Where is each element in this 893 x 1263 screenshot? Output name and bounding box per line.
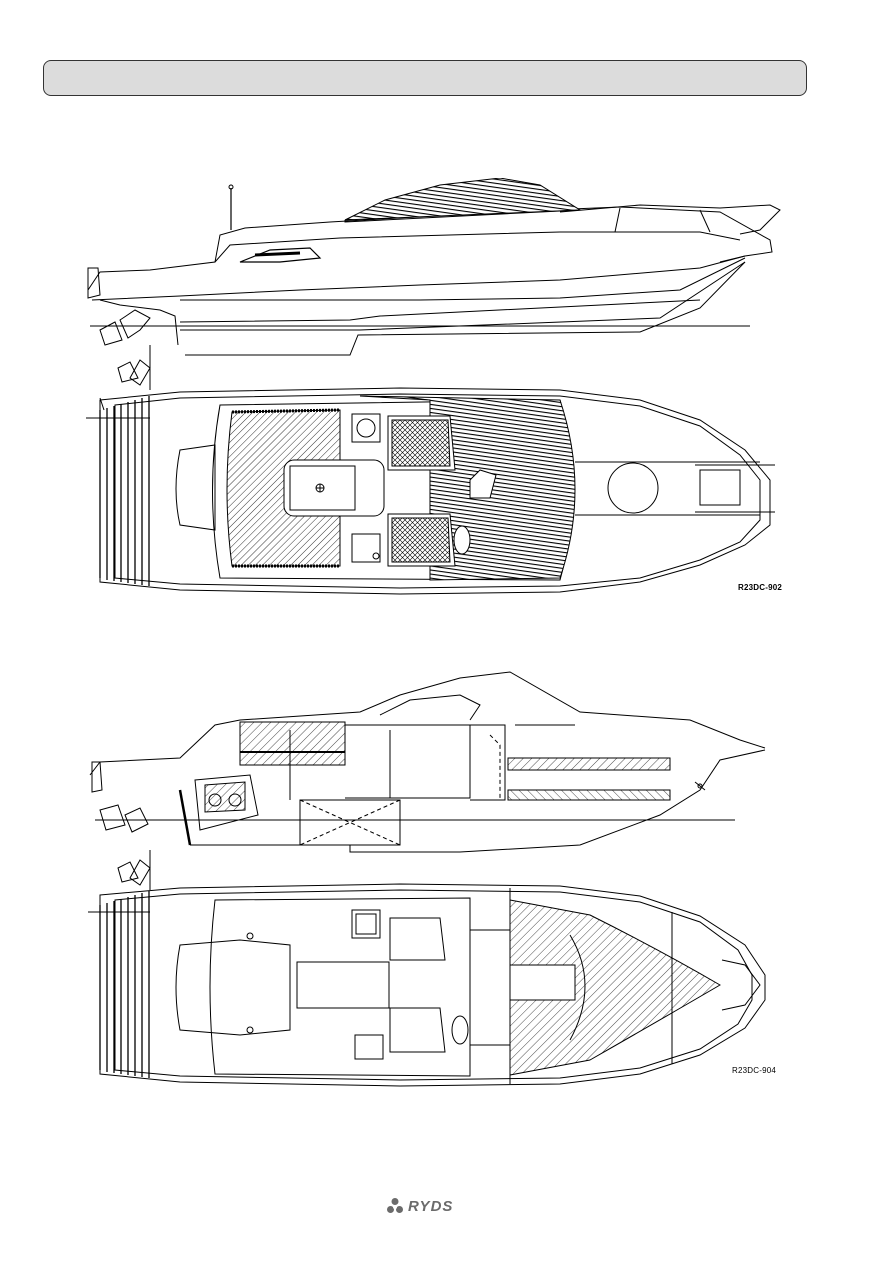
figure-code-bottom: R23DC-904 — [732, 1066, 776, 1075]
brand-name: RYDS — [408, 1198, 453, 1215]
exterior-drawing — [0, 178, 893, 608]
propeller-icon — [386, 1197, 404, 1215]
deck-plan — [86, 388, 775, 594]
figure-code-top: R23DC-902 — [738, 583, 782, 592]
cutaway-profile — [90, 672, 765, 890]
side-profile — [88, 178, 780, 390]
header-bar — [43, 60, 807, 96]
brand-logo: RYDS — [386, 1196, 453, 1216]
interior-plan — [88, 884, 765, 1086]
interior-drawing — [0, 668, 893, 1088]
